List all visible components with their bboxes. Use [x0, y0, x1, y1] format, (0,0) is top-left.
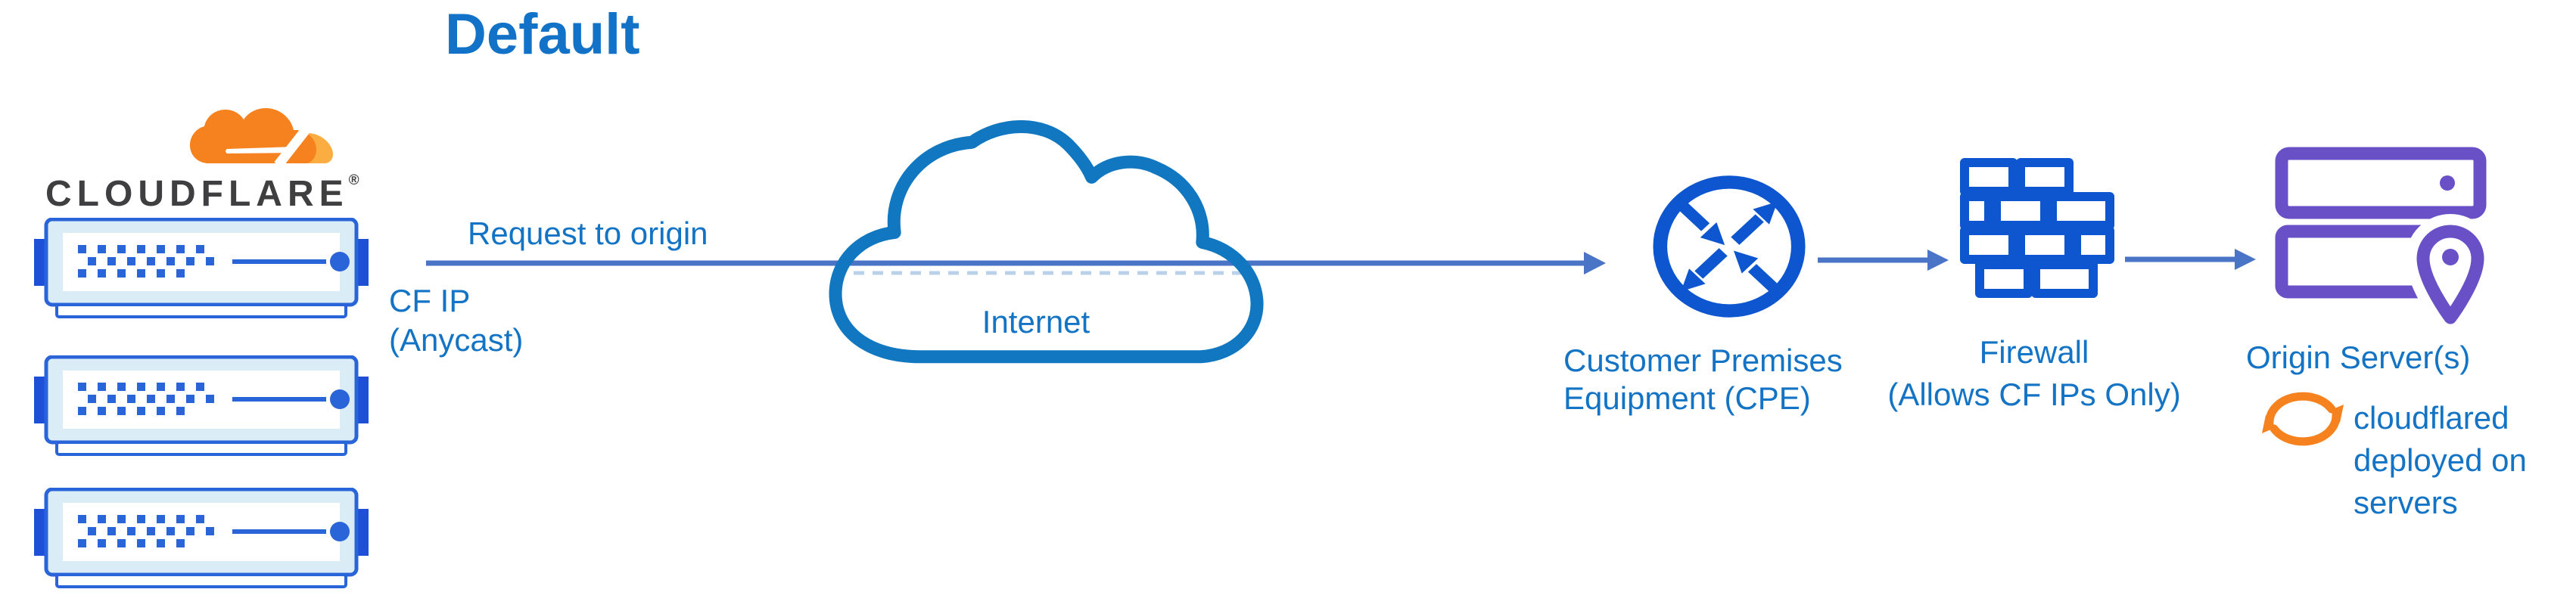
cloudflare-wordmark-text: CLOUDFLARE	[45, 174, 349, 214]
internet-cloud-icon	[829, 120, 1264, 364]
server-dot-matrix	[78, 245, 214, 278]
cloudflared-note-line: servers	[2354, 485, 2458, 520]
edge-server-icon	[34, 488, 369, 588]
cloudflared-note-line: deployed on	[2354, 442, 2527, 478]
cloudflare-wordmark: CLOUDFLARE®	[45, 172, 359, 215]
arrow-right-icon	[2235, 249, 2256, 270]
sublabel-line: (Anycast)	[389, 322, 524, 358]
cpe-label: Customer Premises Equipment (CPE)	[1563, 342, 1843, 417]
firewall-label-line: (Allows CF IPs Only)	[1887, 377, 2181, 412]
server-dot-matrix	[78, 515, 214, 547]
cloudflared-note-line: cloudflared	[2354, 400, 2509, 436]
edge-server-icon	[34, 355, 369, 456]
request-arrow-sublabel: CF IP (Anycast)	[389, 281, 523, 360]
edge-server-icon	[34, 218, 369, 318]
sublabel-line: CF IP	[389, 283, 471, 318]
firewall-label: Firewall (Allows CF IPs Only)	[1875, 331, 2193, 416]
origin-servers-icon	[2275, 147, 2493, 327]
cloudflared-note: cloudflared deployed on servers	[2354, 397, 2527, 524]
arrow-right-icon	[1927, 250, 1949, 271]
cpe-label-line: Customer Premises	[1563, 343, 1843, 378]
arrow-firewall-to-origin	[2125, 249, 2256, 270]
registered-mark: ®	[348, 172, 359, 188]
arrow-internet-to-cpe	[1818, 250, 1949, 271]
request-arrow-label: Request to origin	[468, 216, 708, 251]
sync-icon	[2262, 392, 2344, 446]
page-title: Default	[445, 2, 640, 67]
origin-label: Origin Server(s)	[2246, 340, 2471, 375]
router-icon	[1653, 175, 1806, 318]
server-dot-matrix	[78, 383, 214, 415]
arrow-right-icon	[1584, 252, 1606, 274]
firewall-icon	[1960, 158, 2114, 298]
request-arrow	[426, 252, 1606, 274]
cpe-label-line: Equipment (CPE)	[1563, 380, 1811, 416]
location-pin-icon	[2406, 214, 2493, 327]
firewall-label-line: Firewall	[1979, 334, 2089, 370]
internet-label: Internet	[982, 304, 1090, 340]
cloudflare-logo-cloud-icon	[190, 108, 333, 168]
